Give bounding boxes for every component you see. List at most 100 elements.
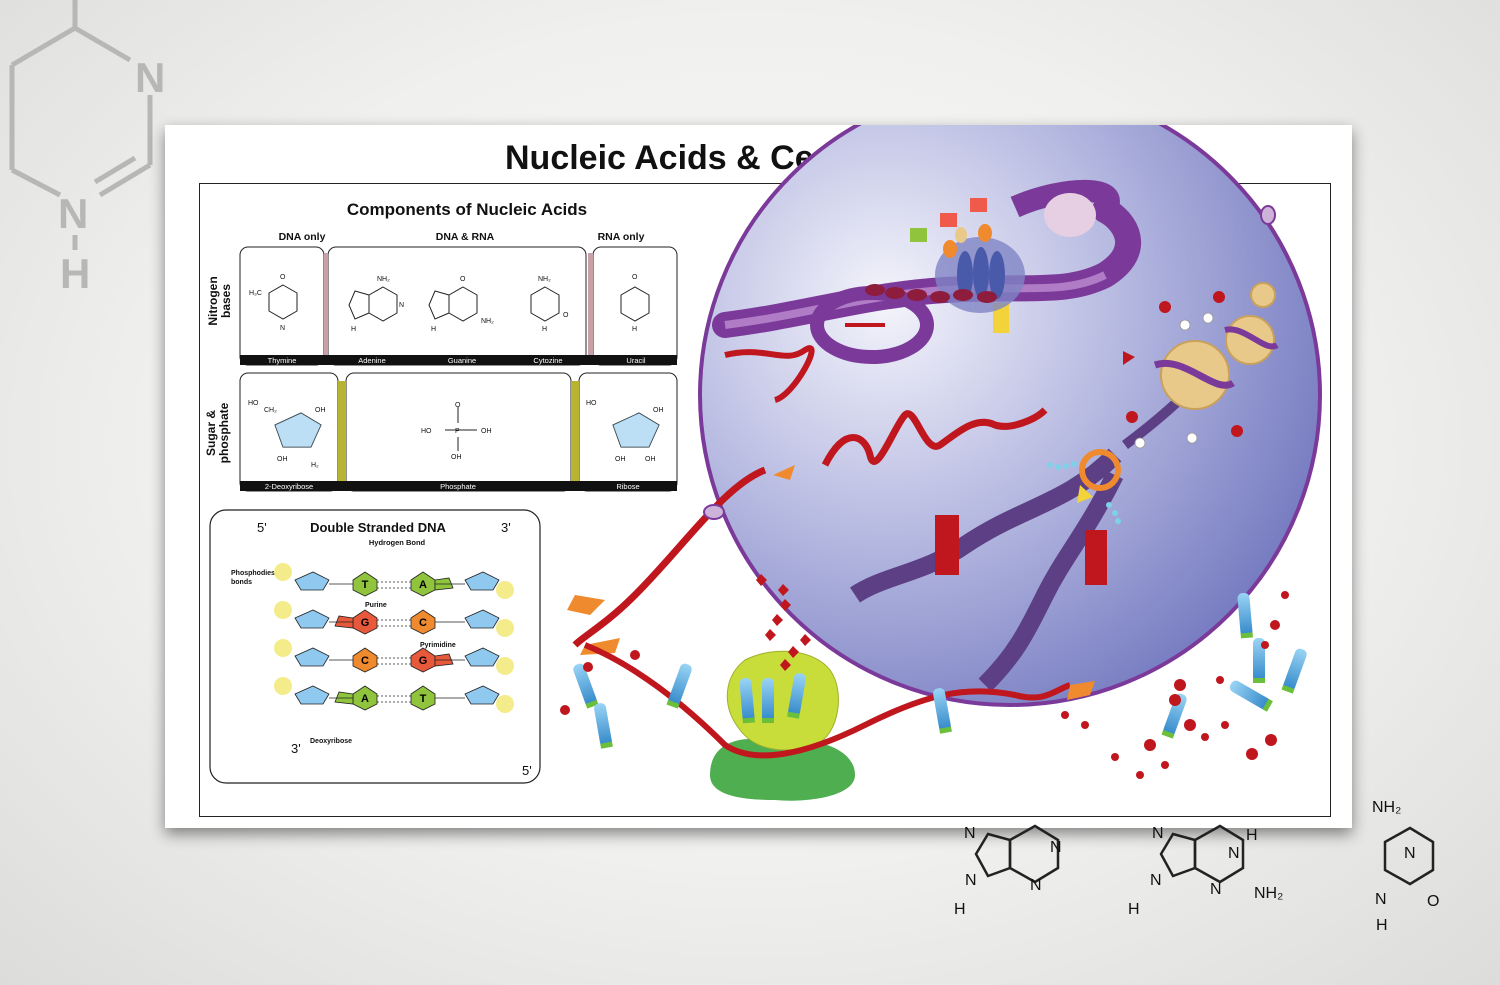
atom-guanine-o: O: [460, 276, 466, 283]
free-amino-acid-1: [1061, 711, 1069, 719]
bg-mol-n-8: N: [1150, 872, 1162, 889]
atom-phos-ho: HO: [421, 428, 432, 435]
bg-mol-o: O: [1427, 893, 1439, 910]
amino-acid-extra-2: [560, 705, 570, 715]
free-amino-acid-13: [1281, 591, 1289, 599]
atom-thymine-h3c: H₃C: [249, 290, 262, 297]
nuclear-pore-right: [1260, 205, 1276, 225]
amino-acid-chain-3: [780, 659, 791, 671]
bg-mol-n-1: N: [964, 825, 976, 842]
atom-ribose-oh3: OH: [645, 456, 656, 463]
amino-acid-chain-2: [765, 629, 776, 641]
atom-ribose-oh: OH: [653, 407, 664, 414]
atom-adenine-h: H: [351, 326, 356, 333]
bg-mol-h-4: H: [1376, 917, 1388, 934]
free-amino-acid-9: [1174, 679, 1186, 691]
atom-ribose-ho: HO: [586, 400, 597, 407]
uracil-structure: [620, 286, 650, 322]
free-amino-acid-14: [1161, 761, 1169, 769]
atom-ribose-oh2: OH: [615, 456, 626, 463]
poster: Nucleic Acids & Central Dogma Components…: [165, 125, 1352, 828]
bg-mol-n-10: N: [1375, 891, 1387, 908]
free-amino-acid-7: [1201, 733, 1209, 741]
ribosome: [710, 650, 855, 801]
bg-mol-h-1: H: [954, 901, 966, 918]
free-amino-acid-0: [1169, 694, 1181, 706]
trna-molecules: [573, 592, 1307, 749]
components-title: Components of Nucleic Acids: [347, 200, 587, 219]
atom-cytosine-h: H: [542, 326, 547, 333]
atom-phos-p: P: [455, 428, 460, 435]
dsdna-end-3-top: 3': [501, 520, 511, 535]
label-guanine: Guanine: [448, 356, 476, 365]
atom-guanine-h: H: [431, 326, 436, 333]
trna-11: [1281, 648, 1307, 694]
box-uracil: [592, 246, 678, 366]
free-amino-acid-6: [1184, 719, 1196, 731]
trna-2: [666, 663, 692, 709]
free-amino-acid-5: [1136, 771, 1144, 779]
bg-mol-n-9: N: [1404, 845, 1416, 862]
atom-thymine-n: N: [280, 325, 285, 332]
label-thymine: Thymine: [268, 356, 297, 365]
dsdna-base-left-2: C: [361, 655, 369, 667]
label-deoxyribose-ds: Deoxyribose: [310, 738, 352, 745]
label-ribose: Ribose: [616, 482, 639, 491]
bg-mol-nh2-2: NH₂: [1372, 799, 1401, 816]
bg-mol-h-2: H: [1246, 827, 1258, 844]
dsdna-end-3-bottom: 3': [291, 741, 301, 756]
label-deoxyribose: 2-Deoxyribose: [265, 482, 313, 491]
dsdna-base-right-1: C: [419, 617, 427, 629]
atom-phos-oh: OH: [481, 428, 492, 435]
trna-1: [594, 703, 613, 749]
col-rna-only: RNA only: [598, 231, 645, 243]
bg-mol-n-3: N: [1030, 877, 1042, 894]
dsdna-base-right-0: A: [419, 579, 427, 591]
background-pyrimidine-molecule: N N H: [9, 0, 165, 297]
trna-0: [573, 663, 599, 709]
mrna-strand-1: [724, 345, 815, 403]
box-thymine: [239, 246, 325, 366]
bg-atom-n1: N: [135, 54, 165, 101]
col-dna-rna: DNA & RNA: [436, 231, 495, 243]
amino-acid-chain-5: [800, 634, 811, 646]
dsdna-title: Double Stranded DNA: [310, 520, 446, 535]
trna-9: [1253, 638, 1265, 683]
amino-acid-extra-0: [583, 662, 593, 672]
free-amino-acid-10: [1216, 676, 1224, 684]
bg-mol-nh2-1: NH₂: [1254, 885, 1283, 902]
mrna-wave: [821, 407, 1048, 467]
dsdna-end-5-bottom: 5': [522, 763, 532, 778]
bg-mol-h-3: H: [1128, 901, 1140, 918]
amino-acid-chain-6: [756, 574, 767, 586]
dna-loop-end: [1044, 193, 1096, 237]
atom-adenine-n: N: [399, 302, 404, 309]
atom-deoxy-ho: HO: [248, 400, 259, 407]
background-molecules-bottom: N N N N H N H N N NH₂ N H NH₂ N O N H: [954, 799, 1439, 934]
row-label-nitrogen: Nitrogenbases: [206, 276, 233, 325]
nucleus: [698, 125, 1322, 707]
bg-mol-n-6: N: [1228, 845, 1240, 862]
dsdna-base-left-1: G: [361, 617, 370, 629]
atom-phos-o: O: [455, 402, 461, 409]
amino-acid-extra-3: [1270, 620, 1280, 630]
trna-10: [1229, 680, 1273, 712]
label-purine: Purine: [365, 602, 387, 609]
amino-acid-chain-0: [780, 599, 791, 611]
dsdna-base-right-2: G: [419, 655, 428, 667]
label-pyrimidine: Pyrimidine: [420, 642, 456, 649]
trna-3: [739, 677, 755, 724]
label-uracil: Uracil: [626, 356, 646, 365]
dsdna-end-5-top: 5': [257, 520, 267, 535]
free-amino-acid-4: [1111, 753, 1119, 761]
replication-fork: [850, 371, 1209, 692]
amino-acid-chain-4: [788, 646, 799, 658]
label-cytozine: Cytozine: [533, 356, 562, 365]
free-amino-acid-12: [1265, 734, 1277, 746]
dsdna-base-left-0: T: [362, 579, 369, 591]
atom-deoxy-oh2: OH: [277, 456, 288, 463]
atom-phos-oh2: OH: [451, 454, 462, 461]
atom-adenine-nh2: NH₂: [377, 276, 390, 283]
